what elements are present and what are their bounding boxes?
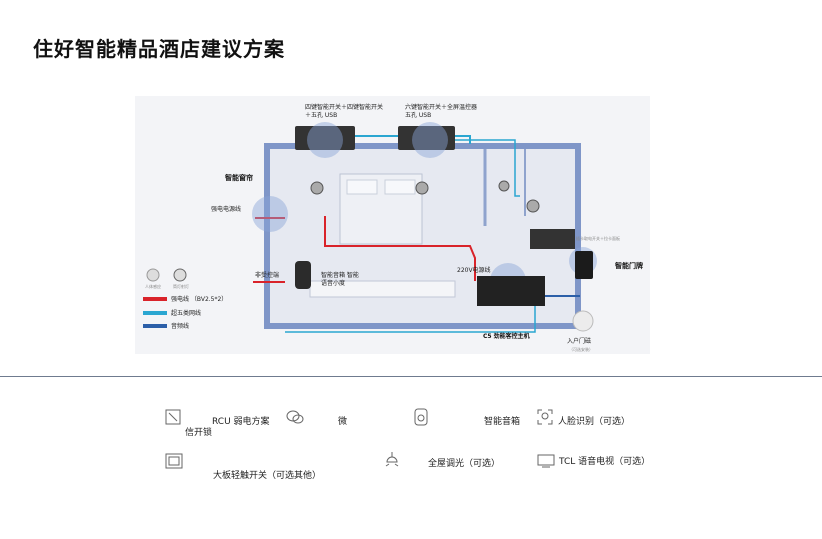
- feature-tv: TCL 语音电视（可选）: [559, 457, 651, 467]
- right-switch-label: 插卡取电开关＋拉卡面板: [576, 236, 620, 241]
- floor-plan: 四键智能开关＋四键智能开关 ＋五孔 USB 六键智能开关＋全屏温控器 五孔 US…: [135, 96, 650, 354]
- switch-panel-right: [398, 126, 455, 150]
- door-sign: [575, 251, 593, 279]
- main-unit-top-label: 220V电源线: [457, 267, 491, 274]
- face-scan-icon: [537, 409, 553, 425]
- feature-rcu: RCU 弱电方案: [212, 417, 270, 427]
- feature-wechat-cont: 信开锁: [185, 428, 213, 438]
- feature-wechat: 微: [338, 417, 348, 427]
- feature-speaker: 智能音箱: [484, 417, 521, 427]
- speaker-icon: [414, 408, 428, 426]
- sensor-a-label: 人体感应: [145, 284, 161, 289]
- floor-plan-drawing: [146, 122, 597, 333]
- entry-note-label: （可选安装）: [569, 347, 593, 352]
- top-right-switch-label: 六键智能开关＋全屏温控器 五孔 USB: [405, 104, 478, 119]
- main-unit-label: C5 劲能客控主机: [483, 333, 530, 340]
- top-left-switch-label: 四键智能开关＋四键智能开关 ＋五孔 USB: [305, 104, 384, 119]
- power-cable: [324, 216, 476, 281]
- feature-panel: 大板轻触开关（可选其他）: [213, 471, 322, 481]
- panel-icon: [165, 453, 183, 469]
- speaker-note-label: 智能音箱 智能语音小度: [321, 272, 359, 287]
- switch-panel-left: [295, 126, 355, 150]
- feature-dimming: 全屋调光（可选）: [428, 459, 501, 469]
- curtain-label: 智能窗帘: [225, 174, 253, 182]
- desk: [309, 280, 456, 298]
- wechat-icon: [286, 410, 304, 424]
- ceiling-light-icon: [385, 452, 399, 467]
- sensor-b-label: 筒灯射灯: [173, 284, 189, 289]
- smart-speaker: [295, 261, 311, 289]
- door-sign-label: 智能门牌: [615, 262, 643, 270]
- feature-face: 人脸识别（可选）: [558, 417, 631, 427]
- pillow-right: [384, 179, 416, 195]
- entry-light-label: 入户门磁: [567, 338, 592, 345]
- tv-icon: [537, 454, 555, 468]
- pillow-left: [346, 179, 378, 195]
- power-line-label: 强电电源线: [211, 206, 242, 213]
- section-divider: [0, 376, 822, 377]
- main-controller: [477, 276, 545, 306]
- tablet-icon: [165, 409, 181, 425]
- page-title: 住好智能精品酒店建议方案: [33, 37, 285, 61]
- speaker-left-label: 非受控端: [255, 272, 280, 279]
